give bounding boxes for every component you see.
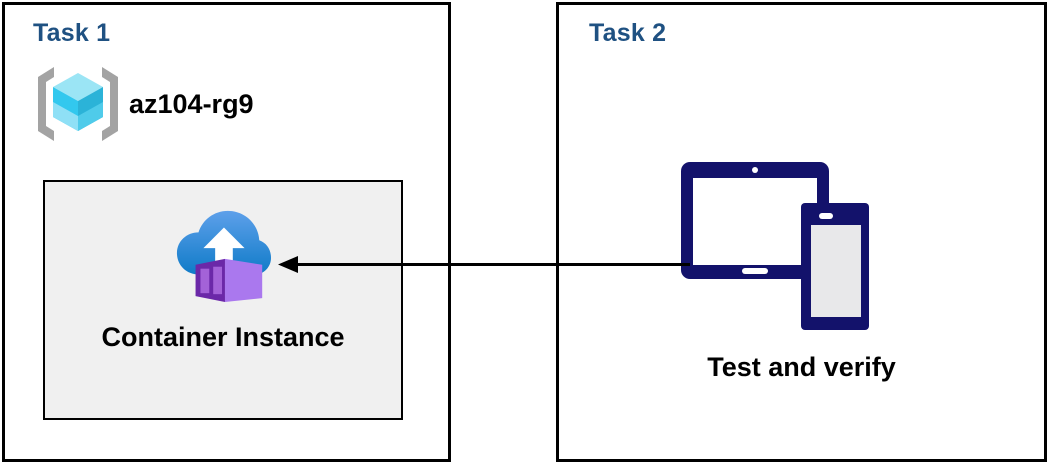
container-instance-card: Container Instance: [43, 180, 403, 420]
test-and-verify-label: Test and verify: [707, 352, 896, 382]
container-instance-label: Container Instance: [101, 322, 345, 352]
container-instance-icon: [174, 182, 272, 302]
resource-group-row: az104-rg9: [35, 63, 254, 145]
task-2-title: Task 2: [589, 19, 667, 47]
resource-group-icon: [35, 63, 121, 145]
task-1-title: Task 1: [33, 19, 111, 47]
task-1-panel: Task 1 az104-: [2, 2, 451, 462]
resource-group-label: az104-rg9: [129, 88, 254, 119]
